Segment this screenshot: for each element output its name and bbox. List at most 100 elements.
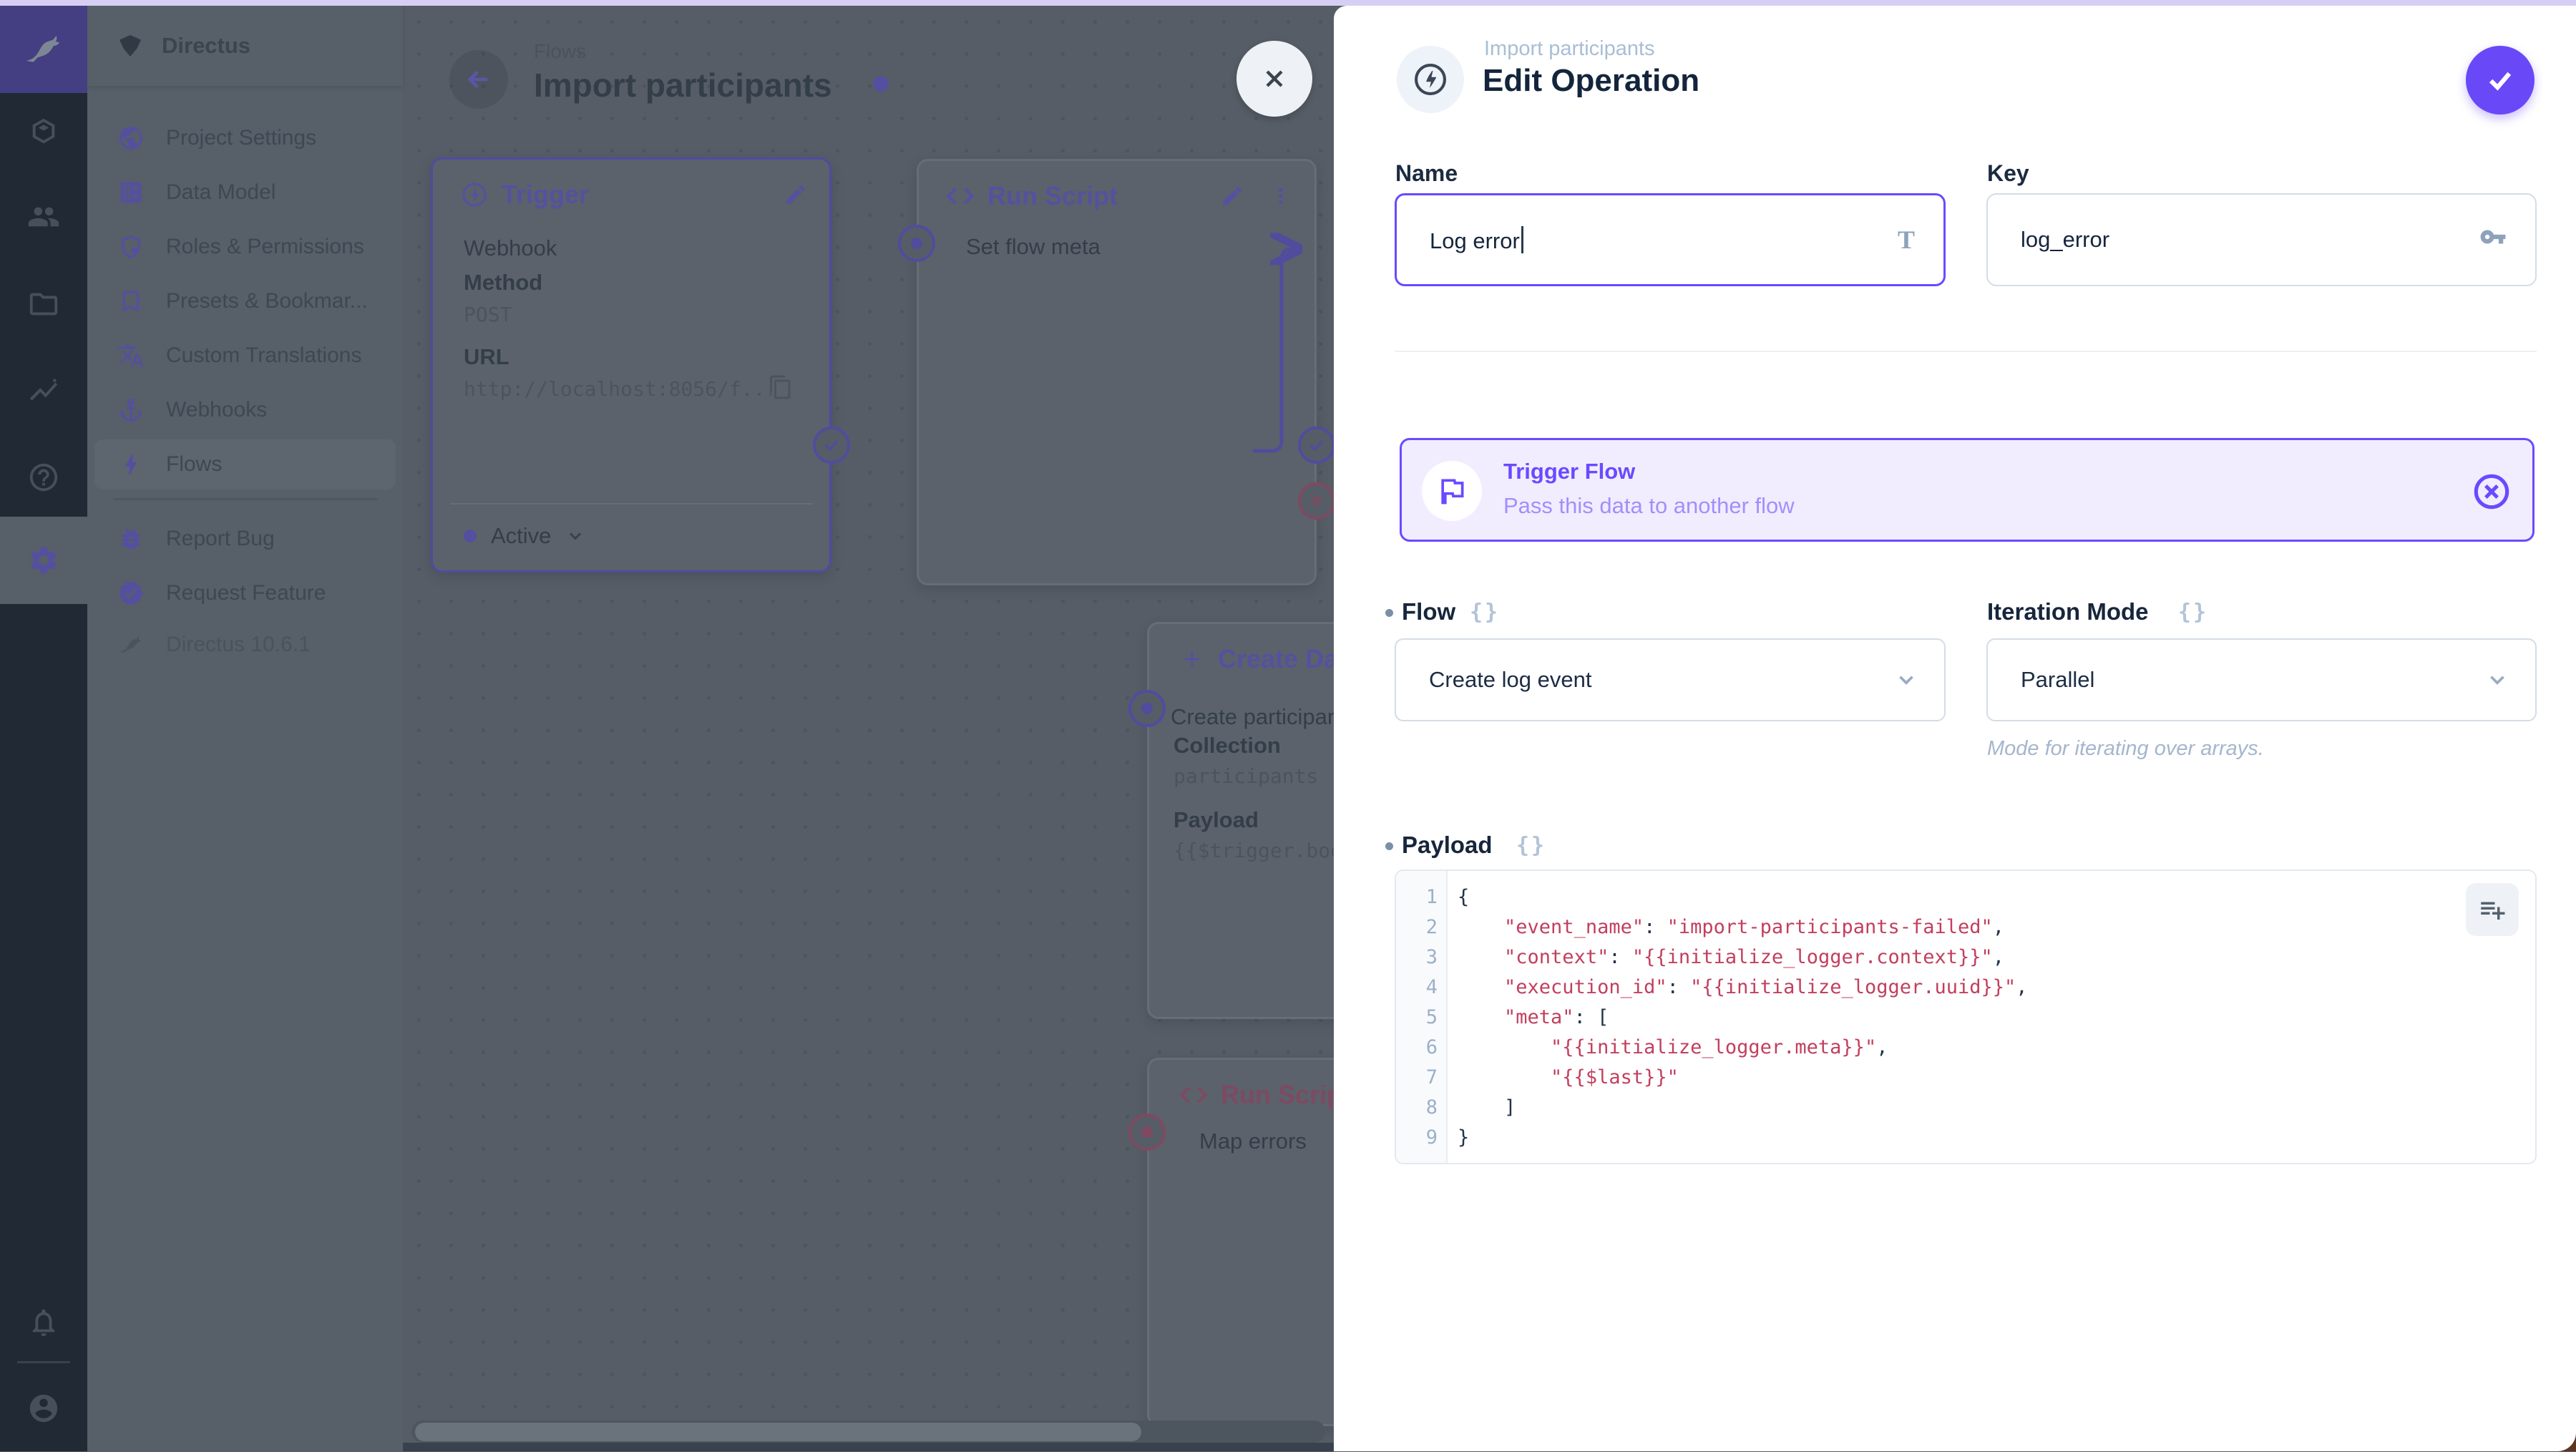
bolt-circle-icon bbox=[1415, 64, 1446, 95]
chevron-down-icon bbox=[1899, 676, 1913, 685]
add-field-button[interactable] bbox=[2466, 883, 2519, 936]
sidebar-version: Directus 10.6.1 bbox=[94, 620, 396, 670]
name-input[interactable]: Log error T bbox=[1395, 193, 1946, 286]
operation-type-card[interactable]: Trigger Flow Pass this data to another f… bbox=[1400, 438, 2534, 542]
chevron-down-icon bbox=[2490, 676, 2504, 685]
directus-logo[interactable] bbox=[0, 6, 87, 93]
iteration-mode-note: Mode for iterating over arrays. bbox=[1987, 737, 2264, 760]
key-input[interactable]: log_error bbox=[1986, 193, 2537, 286]
error-script-header: Run Script bbox=[1149, 1060, 1334, 1110]
text-caret bbox=[1521, 225, 1523, 253]
key-value: log_error bbox=[2021, 227, 2110, 252]
create-data-panel[interactable]: Create Data Create participant Collectio… bbox=[1147, 622, 1334, 1019]
sidebar-item-custom-translations[interactable]: Custom Translations bbox=[94, 331, 396, 381]
help-icon bbox=[29, 463, 58, 492]
name-value: Log error bbox=[1430, 225, 1898, 254]
sidebar-divider bbox=[113, 498, 378, 500]
run-script-panel[interactable]: Run Script Set flow meta bbox=[917, 159, 1317, 585]
run-script-input-node[interactable] bbox=[898, 225, 935, 262]
badge-check-icon bbox=[118, 581, 144, 605]
project-chooser[interactable]: Directus bbox=[87, 6, 403, 86]
edit-pencil-icon[interactable] bbox=[784, 182, 808, 207]
insights-icon bbox=[29, 379, 58, 401]
flow-select[interactable]: Create log event bbox=[1395, 638, 1946, 721]
flow-select-value: Create log event bbox=[1429, 667, 1592, 692]
inject-value-icon[interactable]: {} bbox=[1516, 833, 1547, 858]
sidebar-item-data-model[interactable]: Data Model bbox=[94, 167, 396, 218]
error-script-input-node[interactable] bbox=[1128, 1114, 1166, 1151]
project-name: Directus bbox=[162, 33, 251, 58]
iteration-mode-select[interactable]: Parallel bbox=[1986, 638, 2537, 721]
canvas-bottom-edge bbox=[403, 1443, 1334, 1451]
module-content[interactable] bbox=[0, 89, 87, 176]
flow-canvas[interactable]: Flows Import participants Trigger Webhoo… bbox=[403, 6, 1334, 1451]
flow-label: Flow bbox=[1402, 598, 1456, 625]
code-icon bbox=[946, 187, 975, 205]
top-accent-strip bbox=[0, 0, 2576, 6]
run-script-reject-node[interactable] bbox=[1298, 482, 1334, 520]
error-script-panel[interactable]: Run Script Map errors bbox=[1147, 1058, 1334, 1426]
sidebar-item-flows[interactable]: Flows bbox=[94, 439, 396, 489]
create-data-header: Create Data bbox=[1149, 624, 1334, 674]
close-flow-button[interactable] bbox=[1236, 41, 1312, 117]
sidebar-item-label: Presets & Bookmar... bbox=[166, 289, 368, 313]
operation-name: Map errors bbox=[1199, 1129, 1307, 1154]
save-button[interactable] bbox=[2466, 46, 2534, 114]
module-users[interactable] bbox=[0, 173, 87, 260]
trigger-resolve-node[interactable] bbox=[813, 427, 850, 464]
horizontal-scrollbar-thumb[interactable] bbox=[415, 1423, 1141, 1441]
required-dot bbox=[1385, 842, 1393, 850]
sidebar-item-roles-permissions[interactable]: Roles & Permissions bbox=[94, 222, 396, 272]
module-docs[interactable] bbox=[0, 434, 87, 521]
sidebar-item-label: Custom Translations bbox=[166, 343, 362, 367]
sidebar-item-request-feature[interactable]: Request Feature bbox=[94, 568, 396, 618]
sidebar-item-label: Report Bug bbox=[166, 527, 275, 550]
trigger-panel[interactable]: Trigger Webhook Method POST URL http://l… bbox=[431, 157, 831, 572]
breadcrumb[interactable]: Flows bbox=[534, 40, 587, 62]
x-icon bbox=[1311, 495, 1322, 507]
copy-icon[interactable] bbox=[768, 374, 794, 400]
avatar-icon bbox=[29, 1394, 58, 1423]
version-label: Directus 10.6.1 bbox=[166, 633, 311, 656]
sidebar-item-webhooks[interactable]: Webhooks bbox=[94, 385, 396, 435]
module-settings[interactable] bbox=[0, 517, 87, 604]
sidebar-item-label: Roles & Permissions bbox=[166, 235, 364, 258]
run-script-resolve-node[interactable] bbox=[1298, 427, 1334, 464]
inject-value-icon[interactable]: {} bbox=[2178, 600, 2209, 625]
module-insights[interactable] bbox=[0, 348, 87, 435]
anchor-icon bbox=[120, 399, 142, 422]
shield-icon bbox=[122, 235, 140, 258]
check-icon bbox=[2489, 72, 2512, 91]
kebab-menu-icon[interactable] bbox=[1269, 184, 1293, 208]
title-icon[interactable]: T bbox=[1897, 225, 1915, 254]
back-button[interactable] bbox=[449, 50, 508, 109]
rabbit-icon bbox=[26, 36, 59, 62]
error-script-title: Run Script bbox=[1221, 1080, 1334, 1109]
edit-pencil-icon[interactable] bbox=[1220, 184, 1244, 208]
folder-icon bbox=[29, 293, 58, 316]
sidebar-item-report-bug[interactable]: Report Bug bbox=[94, 514, 396, 564]
bell-icon bbox=[32, 1309, 55, 1337]
key-label: Key bbox=[1987, 160, 2029, 186]
iteration-mode-value: Parallel bbox=[2021, 667, 2095, 692]
status-dot bbox=[464, 530, 477, 542]
drawer-breadcrumb[interactable]: Import participants bbox=[1484, 37, 1655, 60]
module-bar bbox=[0, 6, 87, 1451]
sidebar-item-project-settings[interactable]: Project Settings bbox=[94, 113, 396, 163]
url-label: URL bbox=[464, 344, 509, 369]
collection-label: Collection bbox=[1174, 733, 1281, 758]
code-content[interactable]: { "event_name": "import-participants-fai… bbox=[1458, 886, 2028, 1149]
sidebar-item-presets-bookmarks[interactable]: Presets & Bookmar... bbox=[94, 276, 396, 326]
user-avatar-button[interactable] bbox=[0, 1365, 87, 1452]
remove-operation-type-button[interactable] bbox=[2472, 472, 2512, 515]
notifications-button[interactable] bbox=[0, 1279, 87, 1366]
module-bar-divider bbox=[17, 1361, 70, 1363]
create-data-input-node[interactable] bbox=[1128, 690, 1166, 727]
flag-icon bbox=[1441, 479, 1464, 505]
module-files[interactable] bbox=[0, 260, 87, 348]
inject-value-icon[interactable]: {} bbox=[1470, 600, 1501, 625]
run-script-header: Run Script bbox=[919, 161, 1314, 211]
trigger-status-toggle[interactable]: Active bbox=[464, 523, 585, 549]
sidebar-item-label: Request Feature bbox=[166, 581, 326, 605]
